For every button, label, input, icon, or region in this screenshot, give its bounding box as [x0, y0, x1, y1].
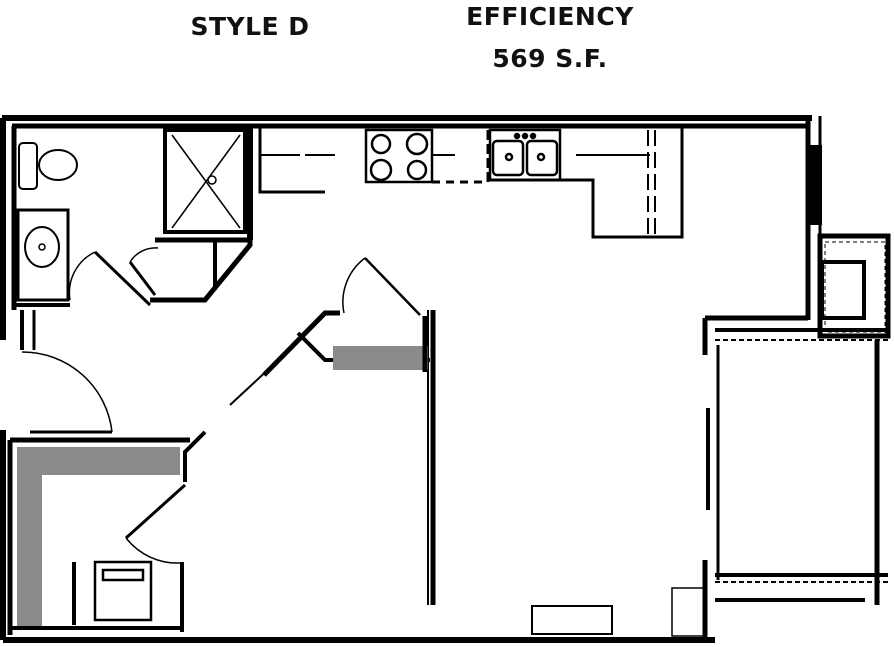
living-area	[427, 310, 613, 635]
bath-door-swing	[68, 251, 96, 301]
sink-icon	[16, 208, 70, 302]
bedroom-closet-shelf	[17, 447, 180, 626]
bathroom	[12, 126, 253, 350]
patio	[671, 328, 888, 640]
style-label: STYLE D	[190, 12, 310, 41]
counter-icon	[531, 605, 613, 635]
unit-type-label: EFFICIENCY	[466, 2, 634, 31]
toilet-icon	[18, 142, 78, 190]
shower-icon	[163, 128, 247, 234]
entry-door	[21, 351, 113, 434]
unit-area-label: 569 S.F.	[492, 44, 608, 73]
bed-icon	[93, 560, 153, 622]
kitchen	[258, 128, 684, 239]
bedroom-alcove	[7, 430, 207, 635]
range-icon	[364, 128, 434, 184]
storage	[817, 233, 891, 339]
walk-in-closet	[229, 257, 430, 406]
double-sink-icon	[488, 128, 562, 182]
